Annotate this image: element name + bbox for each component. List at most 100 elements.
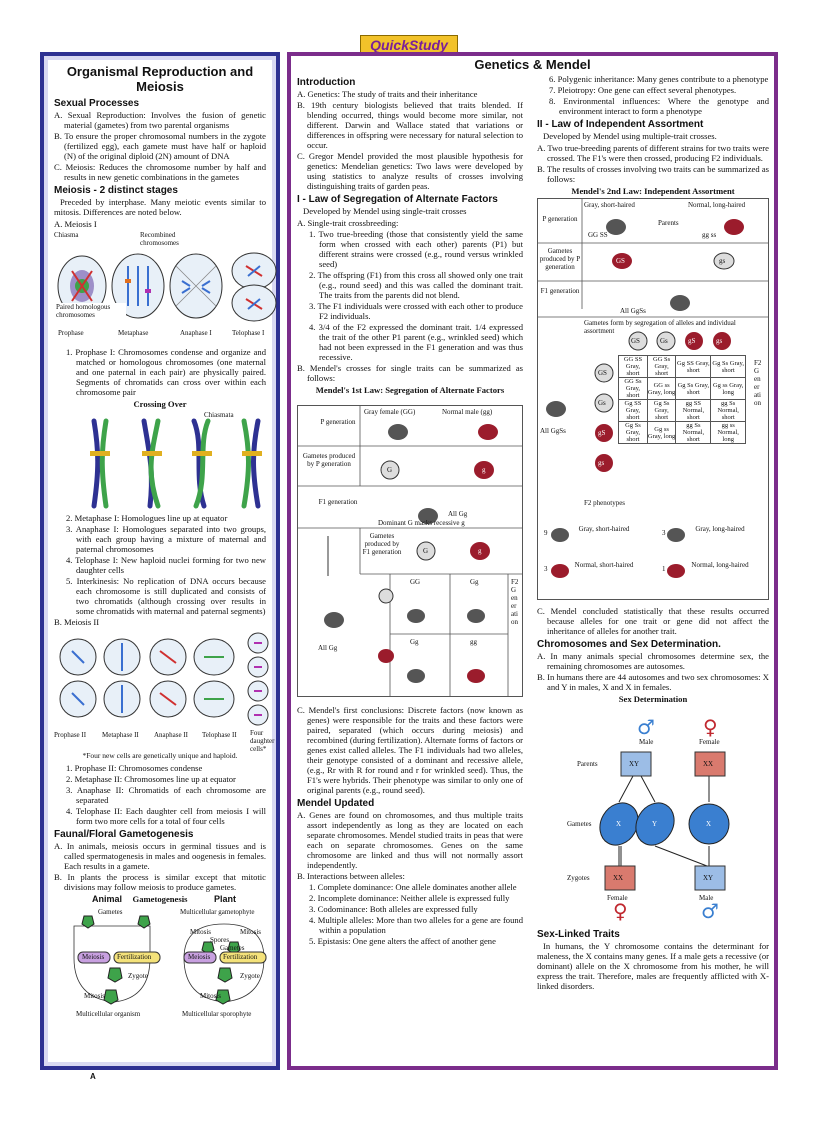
allele-g: g	[478, 547, 482, 555]
genotype-XY: XY	[629, 760, 640, 768]
list-item: 1. Prophase II: Chromosomes condense	[66, 763, 203, 773]
male-symbol-icon: ♂	[637, 715, 655, 739]
list-item: C. Gregor Mendel provided the most plaus…	[297, 151, 523, 191]
mendel-updated-heading: Mendel Updated	[297, 798, 375, 809]
table-cell: gg ss Normal, long	[710, 421, 746, 444]
gamete-gs: gs	[716, 337, 723, 345]
quickstudy-logo: QuickStudy	[360, 35, 458, 55]
footnote: *Four new cells are genetically unique a…	[82, 751, 238, 760]
list-item: 5. Interkinesis: No replication of DNA o…	[66, 576, 266, 616]
left-panel-title: Organismal Reproduction and Meiosis	[66, 64, 254, 94]
gray-female-label: Gray female (GG)	[364, 408, 416, 416]
left-panel: Organismal Reproduction and Meiosis Sexu…	[40, 52, 280, 1070]
gametes-p-label: Gametes produced by P generation	[302, 452, 356, 468]
law1-figure-title: Mendel's 1st Law: Segregation of Alterna…	[315, 385, 505, 395]
list-item: 2. Metaphase I: Homologues line up at eq…	[66, 513, 228, 523]
table-cell: Gg Ss Gray, short	[710, 355, 746, 378]
list-item: 3. Anaphase I: Homologues separated into…	[66, 524, 266, 554]
f1-generation-label: F1 generation	[318, 498, 358, 506]
stage-label: Metaphase II	[102, 731, 139, 739]
p-generation-label: P generation	[542, 215, 578, 223]
genotype-GGSS: GG SS	[588, 231, 608, 239]
sex-linked-heading: Sex-Linked Traits	[537, 929, 620, 940]
gametogenesis-title: Gametogenesis	[132, 894, 188, 904]
all-Gg-label: All Gg	[448, 510, 468, 518]
allele-g: g	[482, 466, 486, 474]
parents-label: Parents	[658, 219, 679, 227]
table-row: Gg SS Gray, short Gg Ss Gray, short gg S…	[618, 399, 746, 422]
multicellular-organism-label: Multicellular organism	[76, 1010, 141, 1018]
table-cell: Gg SS Gray, short	[675, 355, 712, 378]
list-item: 2. Metaphase II: Chromosomes line up at …	[66, 774, 236, 784]
sexual-processes-heading: Sexual Processes	[54, 98, 140, 109]
meiosis-label: Meiosis	[188, 953, 211, 961]
genotype-Gg: Gg	[470, 578, 479, 586]
list-item: 1. Two true-breeding (those that consist…	[309, 229, 523, 269]
gamete-GS: GS	[631, 337, 640, 345]
f2-generation-label: F2 Generation	[511, 578, 519, 626]
dominant-label: Dominant G masks recessive g	[378, 519, 465, 527]
meiosis2-diagram	[59, 632, 269, 726]
gametes-label: Gametes	[567, 820, 592, 828]
mitosis-label: Mitosis	[240, 928, 262, 936]
stage-label: Prophase II	[54, 731, 87, 739]
list-item: B. In humans there are 44 autosomes and …	[537, 672, 769, 692]
sporophyte-label: Multicellular sporophyte	[182, 1010, 252, 1018]
table-cell: gg SS Normal, short	[675, 399, 712, 422]
normal-long-label: Normal, long-haired	[688, 201, 746, 209]
table-cell: Gg Ss Gray, short	[675, 377, 712, 400]
list-item: 3. Codominance: Both alleles are express…	[309, 904, 478, 914]
phenotype-label: Normal, long-haired	[691, 561, 749, 569]
list-item: C. Meiosis: Reduces the chromosome numbe…	[54, 162, 266, 182]
zygote-label: Zygote	[128, 972, 148, 980]
sex-determination-figure: ♂ ♀ ♀ ♂ Male Female Parents XY XX Gamete…	[537, 706, 769, 926]
phenotype-count: 3	[544, 565, 548, 573]
table-cell: Gg ss Gray, long	[646, 421, 677, 444]
law1-intro: Developed by Mendel using single-trait c…	[303, 206, 467, 216]
list-item: B. 19th century biologists believed that…	[297, 100, 523, 150]
list-item: 1. Complete dominance: One allele domina…	[309, 882, 517, 892]
all-GgSs-label: All GgSs	[620, 307, 646, 315]
spores-label: Spores	[210, 936, 230, 944]
fertilization-label: Fertilization	[117, 953, 152, 961]
phenotype-count: 1	[662, 565, 666, 573]
recombined-label: Recombined chromosomes	[140, 231, 179, 247]
gamete-gs: gs	[598, 459, 605, 467]
zygote-label: Zygote	[240, 972, 260, 980]
list-item: C. Mendel's first conclusions: Discrete …	[297, 705, 523, 795]
crossing-over-title: Crossing Over	[133, 399, 187, 409]
list-item: A. In animals, meiosis occurs in germina…	[54, 841, 266, 871]
table-cell: GG SS Gray, short	[618, 355, 648, 378]
meiosis-label: Meiosis	[82, 953, 105, 961]
list-item: C. Mendel concluded statistically that t…	[537, 606, 769, 636]
gamete-X: X	[706, 820, 712, 828]
table-cell: Gg ss Gray, long	[710, 377, 746, 400]
gray-short-label: Gray, short-haired	[584, 201, 635, 209]
phenotype-count: 9	[544, 529, 548, 537]
law2-figure: Gray, short-haired Normal, long-haired P…	[537, 198, 769, 600]
genotype-Gg: Gg	[410, 638, 419, 646]
table-cell: Gg Ss Gray, short	[646, 399, 677, 422]
list-item: 4. 3/4 of the F2 expressed the dominant …	[309, 322, 523, 362]
stage-label: Anaphase I	[180, 329, 212, 337]
law2-heading: II - Law of Independent Assortment	[537, 119, 704, 130]
sex-linked-text: In humans, the Y chromosome contains the…	[537, 941, 769, 991]
gamete-gs: gs	[719, 257, 726, 265]
gametogenesis-figure: Animal Plant Gametes Meiosis Fertilizati…	[54, 894, 267, 1018]
sex-determination-diagram: ♂ ♀ ♀ ♂	[599, 715, 730, 923]
list-item: A. In many animals special chromosomes d…	[537, 651, 769, 671]
table-cell: gg Ss Normal, short	[675, 421, 712, 444]
gamete-Gs: Gs	[660, 337, 668, 345]
p-generation-label: P generation	[320, 418, 356, 426]
stage-label: Prophase	[58, 329, 84, 337]
genotype-XX: XX	[703, 760, 714, 768]
male-label: Male	[699, 894, 714, 902]
genetics-column-1: Introduction A. Genetics: The study of t…	[297, 74, 523, 947]
genotype-XY: XY	[703, 874, 714, 882]
female-label: Female	[607, 894, 628, 902]
genotype-ggss: gg ss	[702, 231, 717, 239]
stage-label: Anaphase II	[154, 731, 189, 739]
stage-label: Four daughter cells*	[250, 729, 275, 753]
mitosis-label: Mitosis	[84, 992, 106, 1000]
plant-label: Plant	[214, 894, 237, 904]
